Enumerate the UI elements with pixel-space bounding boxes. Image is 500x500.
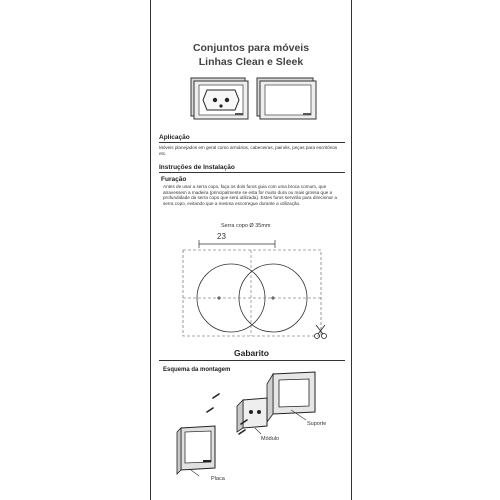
divider bbox=[159, 172, 345, 173]
scissors-icon bbox=[314, 324, 327, 339]
template-caption: Gabarito bbox=[234, 348, 269, 358]
screws bbox=[206, 393, 248, 435]
product-outlet-image bbox=[190, 77, 249, 120]
installation-heading: Instruções de Instalação bbox=[159, 164, 235, 171]
assembly-heading: Esquema da montagem bbox=[163, 367, 231, 373]
module-label: Módulo bbox=[261, 436, 280, 442]
drill-template-diagram bbox=[182, 240, 327, 339]
drilling-heading: Furação bbox=[161, 176, 187, 183]
title-line-1: Conjuntos para móveis bbox=[192, 42, 310, 54]
module-part bbox=[236, 397, 268, 435]
plate-part bbox=[176, 425, 216, 477]
title-line-2: Linhas Clean e Sleek bbox=[198, 56, 304, 68]
instruction-sheet: Conjuntos para móveis Linhas Clean e Sle… bbox=[150, 0, 352, 500]
support-part bbox=[266, 371, 316, 424]
dimension-label: 23 bbox=[217, 232, 226, 241]
application-text: Móveis planejados em geral como armários… bbox=[159, 145, 338, 156]
product-blank-plate-image bbox=[256, 77, 317, 120]
plate-label: Placa bbox=[211, 476, 225, 482]
saw-label: Serra copo Ø 35mm bbox=[221, 223, 271, 229]
application-heading: Aplicação bbox=[159, 134, 190, 141]
drilling-text: Antes de usar a serra copo, faça os dois… bbox=[163, 184, 337, 206]
divider bbox=[159, 360, 345, 361]
support-label: Suporte bbox=[307, 421, 327, 427]
divider bbox=[159, 142, 345, 143]
assembly-diagram bbox=[176, 371, 316, 477]
